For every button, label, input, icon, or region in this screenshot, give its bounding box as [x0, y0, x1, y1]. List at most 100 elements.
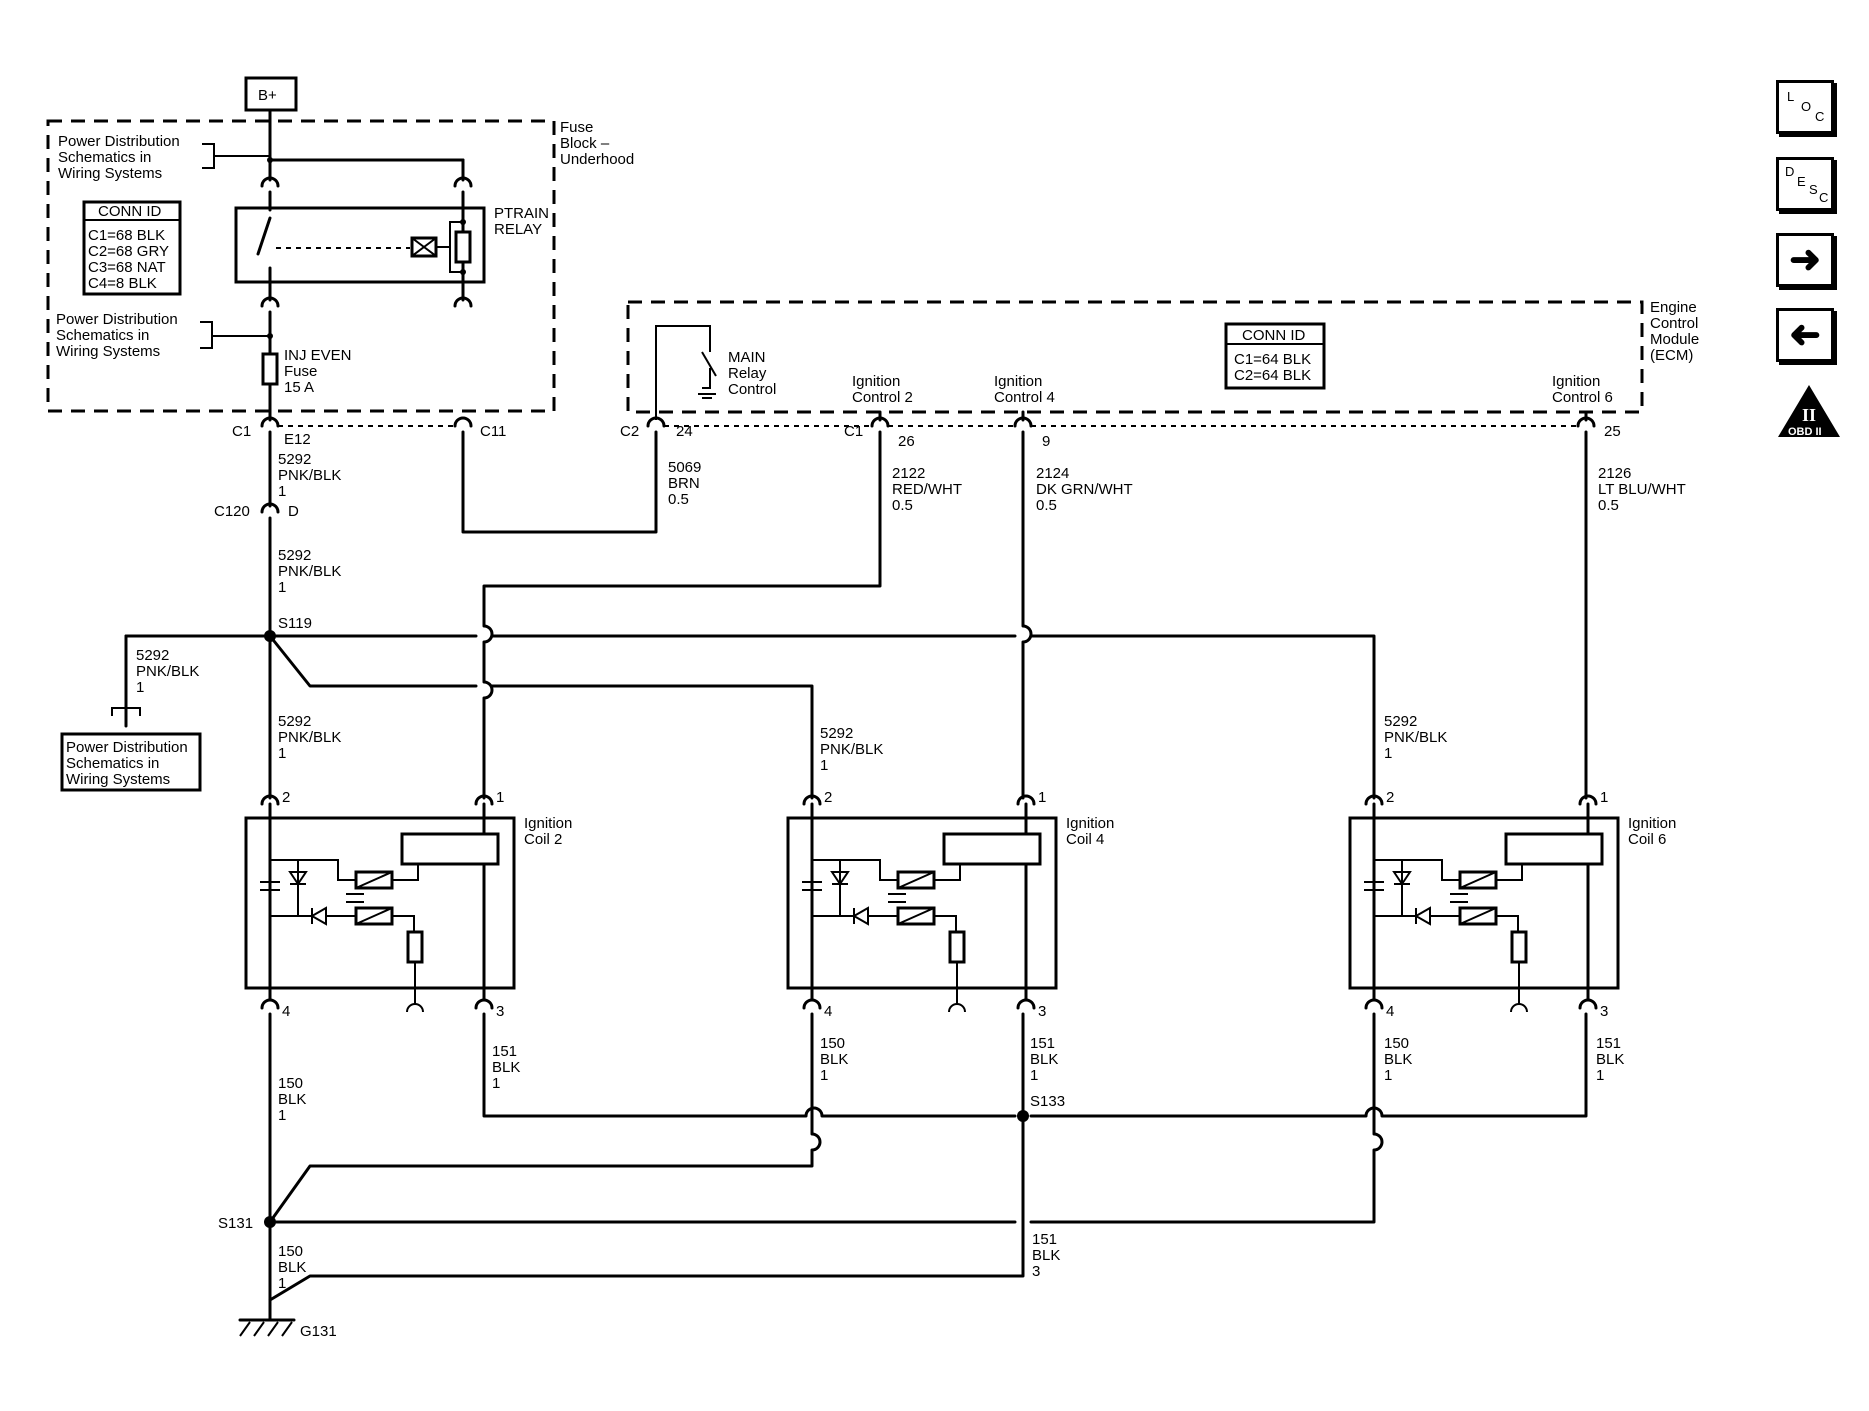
svg-text:C4=8 BLK: C4=8 BLK	[88, 275, 157, 292]
svg-text:1: 1	[1030, 1067, 1038, 1084]
wire-150-c-label: 150 BLK 1	[1384, 1035, 1412, 1084]
loc-letter-c: C	[1815, 109, 1825, 124]
svg-text:Control: Control	[1650, 315, 1698, 332]
wire-151-c-label: 151 BLK 1	[1596, 1035, 1624, 1084]
ground-g131-symbol	[238, 1220, 296, 1337]
coil-pin: 1	[1038, 789, 1046, 806]
svg-text:1: 1	[492, 1075, 500, 1092]
obd-ii-icon[interactable]: II	[1776, 383, 1842, 439]
svg-text:C2=64 BLK: C2=64 BLK	[1234, 367, 1311, 384]
coil-name: Ignition	[1066, 815, 1114, 832]
svg-text:1: 1	[820, 757, 828, 774]
wire-5292-f-label: 5292 PNK/BLK 1	[1384, 713, 1447, 762]
svg-text:Control: Control	[728, 381, 776, 398]
svg-text:5292: 5292	[278, 713, 311, 730]
forward-button[interactable]: ➜	[1776, 233, 1834, 287]
coil-name: Coil 6	[1628, 831, 1666, 848]
fuse-block-conn-id: CONN ID C1=68 BLK C2=68 GRY C3=68 NAT C4…	[82, 200, 182, 296]
svg-text:PNK/BLK: PNK/BLK	[278, 467, 341, 484]
svg-text:1: 1	[1384, 1067, 1392, 1084]
svg-text:Block –: Block –	[560, 135, 610, 152]
wire-5292-a-label: 5292 PNK/BLK 1	[278, 451, 341, 500]
wire-2124-label: 2124 DK GRN/WHT 0.5	[1036, 465, 1133, 514]
bplus-label: B+	[258, 87, 277, 104]
wire-5292-d-label: 5292 PNK/BLK 1	[278, 713, 341, 762]
svg-text:5292: 5292	[1384, 713, 1417, 730]
ignition-control-2-label: Ignition Control 2	[852, 373, 913, 406]
svg-text:BLK: BLK	[1384, 1051, 1412, 1068]
coil-name: Coil 4	[1066, 831, 1104, 848]
svg-text:Schematics in: Schematics in	[56, 327, 149, 344]
loc-button[interactable]: L O C	[1776, 80, 1834, 134]
wire-151-d-label: 151 BLK 3	[1032, 1231, 1060, 1280]
g131-label: G131	[300, 1323, 337, 1340]
c120-label: C120	[214, 503, 250, 520]
svg-text:PNK/BLK: PNK/BLK	[136, 663, 199, 680]
coil-pin: 4	[1386, 1003, 1394, 1020]
svg-text:Ignition: Ignition	[852, 373, 900, 390]
svg-text:RED/WHT: RED/WHT	[892, 481, 962, 498]
wire-5292-e-label: 5292 PNK/BLK 1	[820, 725, 883, 774]
svg-text:1: 1	[278, 745, 286, 762]
svg-text:0.5: 0.5	[1598, 497, 1619, 514]
svg-text:PNK/BLK: PNK/BLK	[820, 741, 883, 758]
svg-text:15 A: 15 A	[284, 379, 314, 396]
svg-text:5292: 5292	[278, 547, 311, 564]
svg-text:1: 1	[1596, 1067, 1604, 1084]
svg-text:Schematics in: Schematics in	[58, 149, 151, 166]
ecm-title: Engine Control Module (ECM)	[1650, 299, 1699, 364]
main-relay-control: MAIN Relay Control	[655, 325, 776, 420]
svg-text:Wiring Systems: Wiring Systems	[56, 343, 160, 360]
inj-even-fuse: INJ EVEN Fuse 15 A	[261, 310, 352, 422]
wire-5069-label: 5069 BRN 0.5	[668, 459, 701, 508]
coil-pin: 3	[496, 1003, 504, 1020]
svg-text:2124: 2124	[1036, 465, 1069, 482]
svg-text:Schematics in: Schematics in	[66, 755, 159, 772]
svg-text:Wiring Systems: Wiring Systems	[58, 165, 162, 182]
svg-text:1: 1	[278, 1275, 286, 1292]
coil-name: Ignition	[1628, 815, 1676, 832]
svg-text:Module: Module	[1650, 331, 1699, 348]
coil-pin: 2	[824, 789, 832, 806]
svg-text:CONN ID: CONN ID	[98, 203, 162, 220]
svg-text:RELAY: RELAY	[494, 221, 542, 238]
coil-pin: 2	[1386, 789, 1394, 806]
wire-2122-label: 2122 RED/WHT 0.5	[892, 465, 962, 514]
svg-text:Wiring Systems: Wiring Systems	[66, 771, 170, 788]
svg-text:LT BLU/WHT: LT BLU/WHT	[1598, 481, 1686, 498]
back-button[interactable]: ➜	[1776, 308, 1834, 362]
coil-pin: 4	[282, 1003, 290, 1020]
svg-text:INJ EVEN: INJ EVEN	[284, 347, 352, 364]
svg-text:C1=68 BLK: C1=68 BLK	[88, 227, 165, 244]
svg-text:Power Distribution: Power Distribution	[66, 739, 188, 756]
coil-pin: 1	[496, 789, 504, 806]
svg-text:Control 6: Control 6	[1552, 389, 1613, 406]
right-arrow-icon: ➜	[1789, 239, 1821, 281]
ecm-pin-24: 24	[676, 423, 693, 440]
fb-pin-e12: E12	[284, 431, 311, 448]
svg-text:CONN ID: CONN ID	[1242, 327, 1306, 344]
ecm-pin-c2: C2	[620, 423, 639, 440]
svg-text:5292: 5292	[136, 647, 169, 664]
ptrain-relay: PTRAIN RELAY	[234, 108, 549, 308]
svg-text:0.5: 0.5	[892, 497, 913, 514]
wire-151-b-label: 151 BLK 1	[1030, 1035, 1058, 1084]
fb-pin-c1: C1	[232, 423, 251, 440]
desc-button[interactable]: D E S C	[1776, 157, 1834, 211]
svg-text:DK GRN/WHT: DK GRN/WHT	[1036, 481, 1133, 498]
svg-text:151: 151	[1030, 1035, 1055, 1052]
svg-text:BRN: BRN	[668, 475, 700, 492]
ecm-pin-c1: C1	[844, 423, 863, 440]
svg-text:0.5: 0.5	[668, 491, 689, 508]
svg-text:3: 3	[1032, 1263, 1040, 1280]
svg-text:0.5: 0.5	[1036, 497, 1057, 514]
wire-150-d-label: 150 BLK 1	[278, 1243, 306, 1292]
wire-150-a-label: 150 BLK 1	[278, 1075, 306, 1124]
svg-text:1: 1	[1384, 745, 1392, 762]
svg-text:150: 150	[278, 1075, 303, 1092]
loc-letter-o: O	[1801, 99, 1812, 114]
svg-text:1: 1	[820, 1067, 828, 1084]
coil-pin: 3	[1038, 1003, 1046, 1020]
